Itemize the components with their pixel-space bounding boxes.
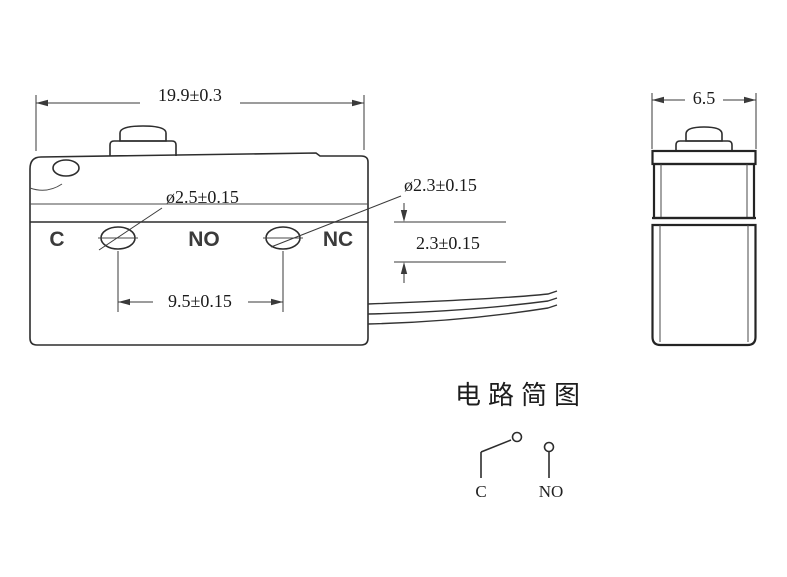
dim-side-width: 6.5	[651, 88, 757, 149]
circuit-label-no: NO	[539, 482, 564, 501]
lead-wires	[367, 290, 558, 325]
dim-front-width: 19.9±0.3	[35, 85, 365, 151]
switch-body	[29, 152, 369, 346]
plunger-base-side	[675, 140, 733, 151]
lead-wire	[367, 297, 558, 315]
plunger-base	[109, 140, 177, 156]
terminal-label-no: NO	[188, 228, 220, 251]
leader-line	[270, 195, 402, 248]
arrowhead	[271, 298, 283, 306]
lead-wire	[367, 290, 558, 305]
circuit-arm-contact	[511, 431, 523, 443]
dim-hole-spacing: 9.5±0.15	[117, 251, 284, 312]
circuit-no-contact	[543, 441, 555, 453]
dim-hole-spacing-text: 9.5±0.15	[168, 291, 232, 311]
mount-hole	[52, 159, 80, 177]
leader-line	[98, 207, 163, 251]
terminal-label-nc: NC	[323, 228, 353, 251]
plunger-dome	[119, 125, 167, 142]
arrowhead	[118, 298, 130, 306]
terminal-label-c: C	[49, 228, 64, 251]
dim-hole-height: 2.3±0.15	[394, 203, 506, 283]
arrowhead	[400, 262, 408, 274]
arrowhead	[36, 99, 48, 107]
side-upper-body	[652, 162, 756, 220]
circuit-title: 电路简图	[455, 381, 587, 411]
dim-hole-right-text: ø2.3±0.15	[404, 175, 477, 195]
circuit-switch-arm	[480, 439, 512, 453]
arrowhead	[744, 96, 756, 104]
dim-hole-right-diameter: ø2.3±0.15	[270, 175, 477, 248]
side-lower-body	[651, 223, 757, 347]
dim-hole-left-diameter: ø2.5±0.15	[98, 187, 239, 251]
lead-wire	[367, 304, 558, 325]
front-view: C NO NC 19.9±0.3 ø2.5±0.15 ø2.3±0.15	[29, 85, 558, 346]
text-mask	[153, 292, 248, 311]
dim-front-width-text: 19.9±0.3	[158, 85, 222, 105]
dim-hole-height-text: 2.3±0.15	[416, 233, 480, 253]
arrowhead	[400, 210, 408, 222]
arrowhead	[352, 99, 364, 107]
side-top-cap	[651, 149, 757, 166]
circuit-diagram: 电路简图 C NO	[455, 381, 587, 501]
arrowhead	[652, 96, 664, 104]
text-mask	[685, 89, 723, 108]
dim-side-width-text: 6.5	[693, 88, 716, 108]
mount-lug-curve	[29, 183, 63, 191]
plunger-dome-side	[685, 126, 723, 142]
side-view: 6.5	[651, 88, 757, 347]
circuit-label-c: C	[475, 482, 486, 501]
dim-hole-left-text: ø2.5±0.15	[166, 187, 239, 207]
text-mask	[140, 86, 240, 105]
